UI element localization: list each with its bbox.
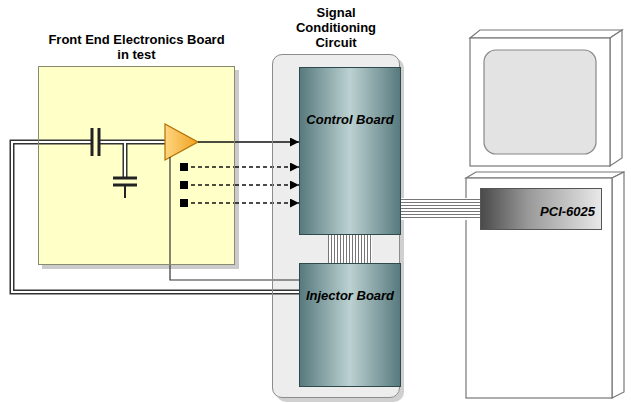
node-heading: Front End Electronics Board in test: [42, 33, 232, 63]
node-label: Control Board: [306, 113, 393, 128]
node-label: Injector Board: [306, 289, 394, 304]
capacitor-symbol: [92, 128, 99, 156]
capacitor-symbol: [113, 178, 137, 198]
board-under-test: Front End Electronics Board in test: [38, 66, 235, 265]
node-label: PCI-6025: [540, 205, 595, 220]
wire-core: [12, 142, 299, 292]
injection-wire: [169, 157, 170, 265]
heading-slot: Signal Conditioning Circuit: [284, 6, 388, 51]
housing-fill: [272, 54, 400, 398]
heading-slot: Front End Electronics Board in test: [42, 33, 232, 63]
computer-case: [466, 172, 624, 398]
channel-arrow: [235, 166, 299, 167]
input-wire: [38, 142, 165, 178]
channel-wire: [191, 167, 235, 203]
control-board: Control Board: [299, 67, 401, 235]
daq-card: PCI-6025: [480, 188, 602, 230]
channel-marker: [180, 163, 188, 207]
board-connector: [328, 235, 372, 263]
injection-wire: [170, 265, 299, 280]
board-fill: [38, 66, 235, 265]
conditioning-housing: Control BoardInjector BoardSignal Condit…: [272, 54, 400, 398]
computer-monitor: [470, 30, 622, 166]
channel-arrow: [235, 184, 299, 185]
amplifier-symbol: [165, 124, 198, 160]
signal-arrow: [235, 141, 299, 143]
channel-arrow: [235, 202, 299, 203]
ribbon-cable: [401, 198, 480, 220]
injector-board: Injector Board: [299, 263, 401, 387]
output-wire: [198, 141, 235, 143]
node-heading: Signal Conditioning Circuit: [284, 6, 388, 51]
injection-double-wire: [12, 142, 299, 292]
